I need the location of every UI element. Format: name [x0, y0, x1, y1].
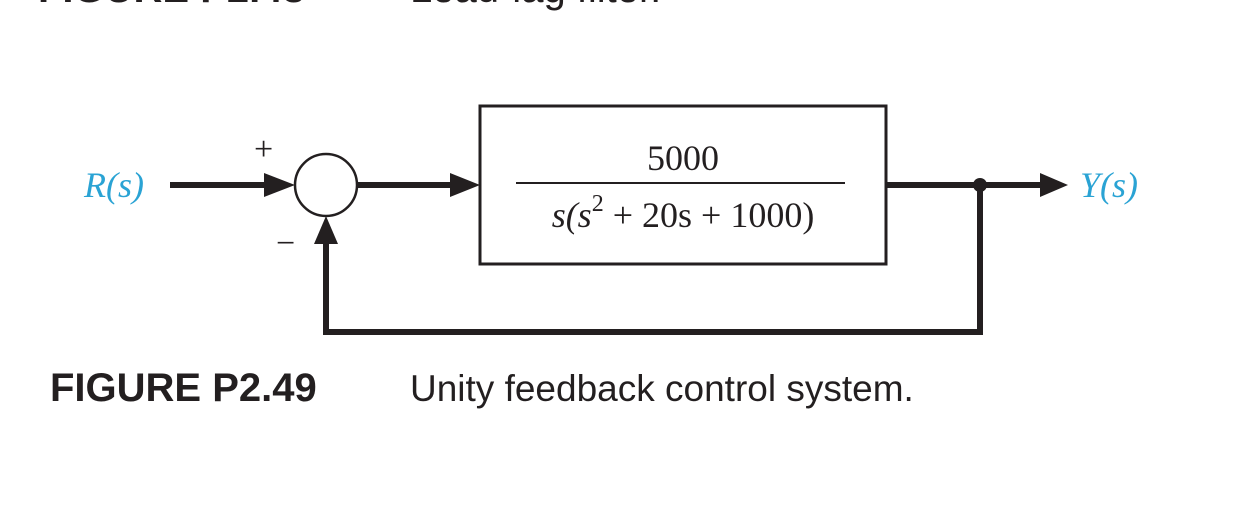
- input-signal-label: R(s): [83, 165, 144, 205]
- figure-label: FIGURE P2.49: [50, 366, 317, 410]
- output-arrowhead: [1040, 173, 1068, 197]
- summing-junction: [293, 152, 359, 218]
- output-signal-label: Y(s): [1080, 165, 1138, 205]
- plant-block: [478, 104, 888, 266]
- plus-sign: +: [254, 131, 273, 168]
- input-arrowhead: [264, 173, 295, 197]
- minus-sign: −: [276, 225, 295, 262]
- feedback-path: [323, 185, 983, 335]
- transfer-function-denominator: s(s2 + 20s + 1000): [552, 191, 815, 235]
- previous-figure-text: Lead-lag filter.: [410, 0, 661, 11]
- previous-figure-label: FIGURE P2.48: [38, 0, 305, 11]
- transfer-function-numerator: 5000: [647, 138, 719, 178]
- figure-caption: Unity feedback control system.: [410, 368, 914, 409]
- forward-arrowhead: [450, 173, 480, 197]
- feedback-arrowhead: [314, 216, 338, 244]
